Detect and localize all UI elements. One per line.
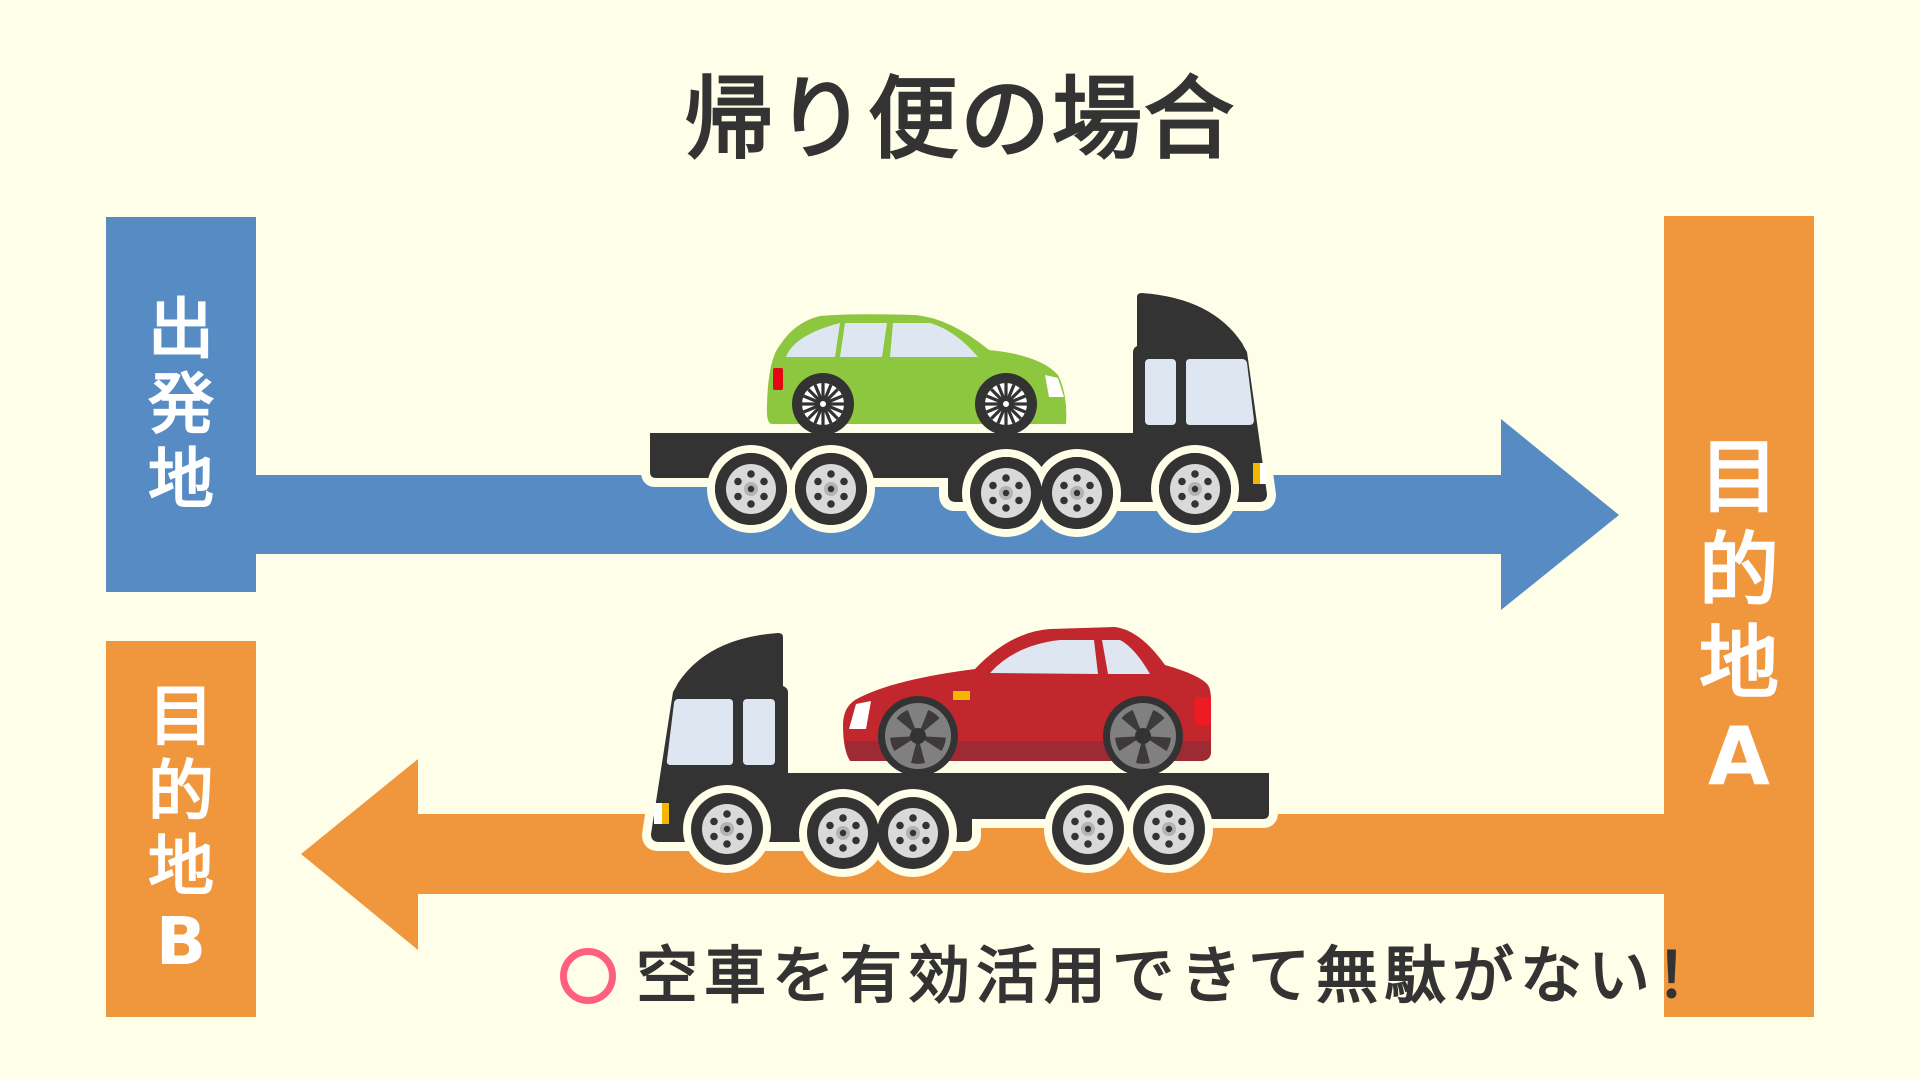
caption-text: 空車を有効活用できて無駄がない！ [636,939,1725,1012]
truck-wheel-hubs [726,464,1220,518]
destination-a-char: 目 [1699,430,1779,524]
benefit-caption: 空車を有効活用できて無駄がない！ [560,940,1724,1012]
outbound-arrow [250,419,1619,610]
origin-label: 出 発 地 [106,217,256,592]
origin-char: 発 [148,366,214,443]
destination-a-label: 目 的 地 A [1664,216,1814,1017]
red-car [843,627,1211,776]
green-car [766,314,1067,437]
origin-char: 出 [148,291,214,368]
destination-b-label: 目 的 地 B [106,641,256,1017]
origin-char: 地 [148,441,214,518]
circle-ok-icon [560,948,616,1004]
destination-a-char: A [1708,709,1770,803]
destination-b-char: 地 [148,828,214,905]
destination-a-char: 地 [1699,616,1779,710]
truck-return [642,624,1278,877]
destination-b-char: 目 [148,678,214,755]
destination-a-char: 的 [1699,523,1779,617]
destination-b-char: B [155,903,207,980]
truck-wheel-hubs [702,804,1194,858]
page-title: 帰り便の場合 [684,67,1236,172]
truck-outbound [641,284,1276,537]
destination-b-char: 的 [148,753,214,830]
